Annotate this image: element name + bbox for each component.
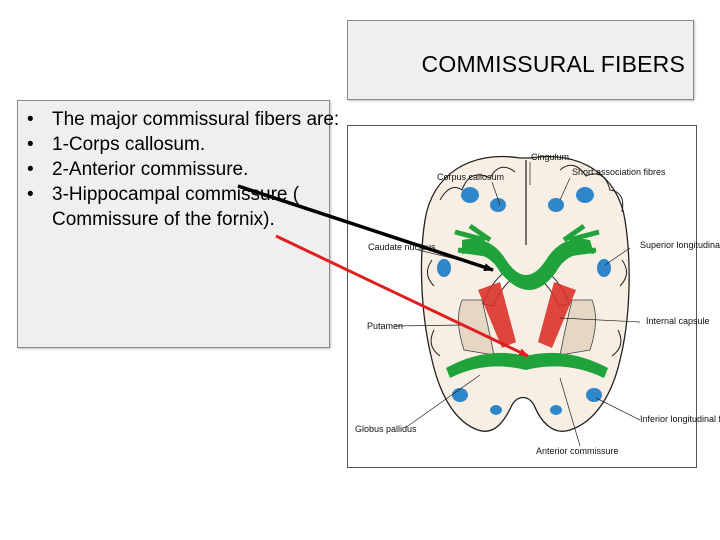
gyri-outline bbox=[427, 164, 627, 357]
label-cingulum: Cingulum bbox=[531, 152, 569, 162]
corpus-callosum-fibers-left bbox=[454, 223, 492, 257]
internal-capsule-right bbox=[538, 282, 576, 348]
bullet-panel: • The major commissural fibers are: • 1-Co… bbox=[17, 100, 339, 348]
bullet-text: 2-Anterior commissure. bbox=[52, 159, 249, 180]
leader-lines bbox=[394, 162, 641, 447]
bullet-dot-icon: • bbox=[27, 134, 34, 155]
bullet-item: • The major commissural fibers are: bbox=[18, 107, 352, 132]
label-corpus-callosum: Corpus callosum bbox=[437, 172, 504, 182]
corpus-callosum-pointer-arrow bbox=[237, 184, 494, 272]
corpus-callosum bbox=[462, 238, 594, 290]
label-putamen: Putamen bbox=[367, 321, 403, 331]
label-inferior-longitudinal: Inferior longitudinal fasciculus bbox=[640, 414, 720, 424]
internal-capsule-left bbox=[478, 282, 516, 348]
bullet-dot-icon: • bbox=[27, 184, 34, 205]
anterior-commissure bbox=[446, 352, 608, 378]
figure-labels: Cingulum Corpus callosum Short associati… bbox=[355, 152, 720, 456]
label-superior-longitudinal: Superior longitudinal fasciculus bbox=[640, 240, 720, 250]
bullet-list: • The major commissural fibers are: • 1-Co… bbox=[18, 101, 339, 232]
label-internal-capsule: Internal capsule bbox=[646, 316, 710, 326]
brain-section bbox=[394, 156, 641, 447]
white-matter-spots bbox=[437, 187, 611, 415]
bullet-dot-icon: • bbox=[27, 109, 34, 130]
anterior-commissure-pointer-arrow bbox=[275, 234, 529, 358]
bullet-text: The major commissural fibers are: bbox=[52, 109, 340, 130]
bullet-item: • 1-Corps callosum. bbox=[18, 132, 352, 157]
bullet-text: 1-Corps callosum. bbox=[52, 134, 206, 155]
label-globus-pallidus: Globus pallidus bbox=[355, 424, 417, 434]
corpus-callosum-fibers-right bbox=[562, 223, 600, 257]
label-caudate-nucleus: Caudate nucleus bbox=[368, 242, 436, 252]
bullet-item: • 3-Hippocampal commissure ( Commissure o… bbox=[18, 182, 352, 232]
bullet-text: 3-Hippocampal commissure ( Commissure of… bbox=[52, 184, 300, 230]
title-box: COMMISSURAL FIBERS bbox=[347, 20, 694, 100]
label-anterior-commissure: Anterior commissure bbox=[536, 446, 619, 456]
bullet-item: • 2-Anterior commissure. bbox=[18, 157, 352, 182]
label-short-association: Short association fibres bbox=[572, 167, 666, 177]
bullet-dot-icon: • bbox=[27, 159, 34, 180]
slide-title: COMMISSURAL FIBERS bbox=[421, 51, 685, 77]
